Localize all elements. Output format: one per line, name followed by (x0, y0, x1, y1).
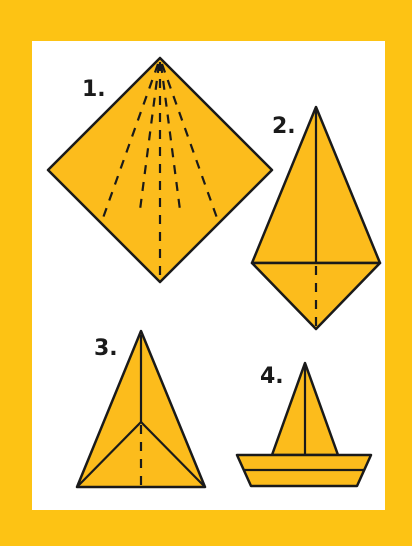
step-2-label: 2. (272, 114, 296, 139)
step-3-label: 3. (94, 336, 118, 361)
step-4-label: 4. (260, 364, 284, 389)
step-1-label: 1. (82, 77, 106, 102)
